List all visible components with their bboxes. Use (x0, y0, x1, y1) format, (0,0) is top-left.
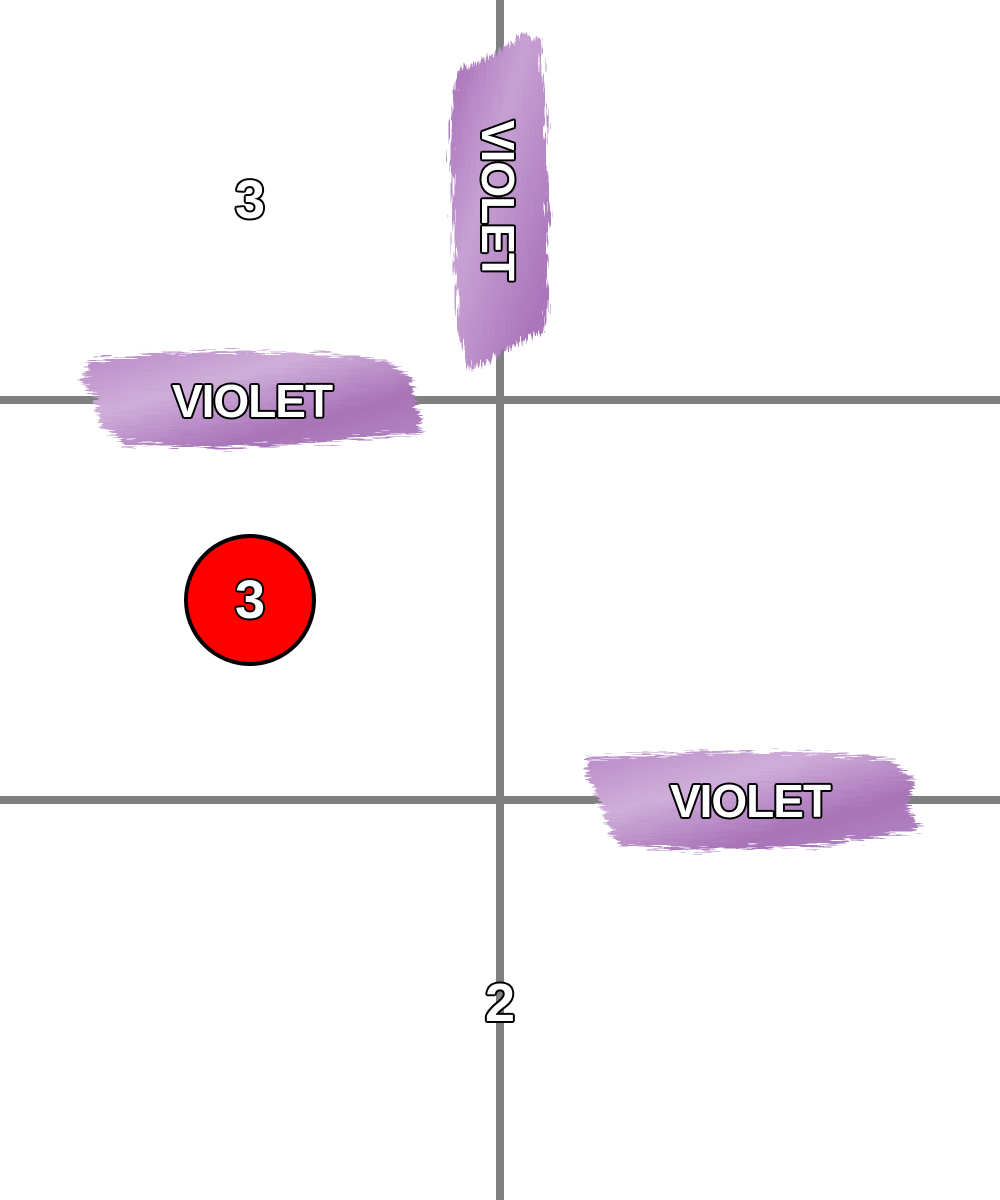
edge-label-left-horizontal: VIOLET (171, 375, 335, 427)
red-circle-token[interactable] (184, 534, 316, 666)
edge-label-top-vertical: VIOLET (471, 119, 526, 282)
cell-number-bottom-center: 2 (484, 973, 517, 1033)
cell-number-top-left: 3 (234, 170, 267, 230)
violet-paint-stroke-right (584, 752, 920, 850)
violet-paint-stroke-top (450, 32, 549, 370)
cell-number-middle-left: 3 (234, 570, 267, 630)
violet-paint-stroke-left (82, 352, 422, 448)
edge-label-right-horizontal: VIOLET (669, 775, 833, 827)
